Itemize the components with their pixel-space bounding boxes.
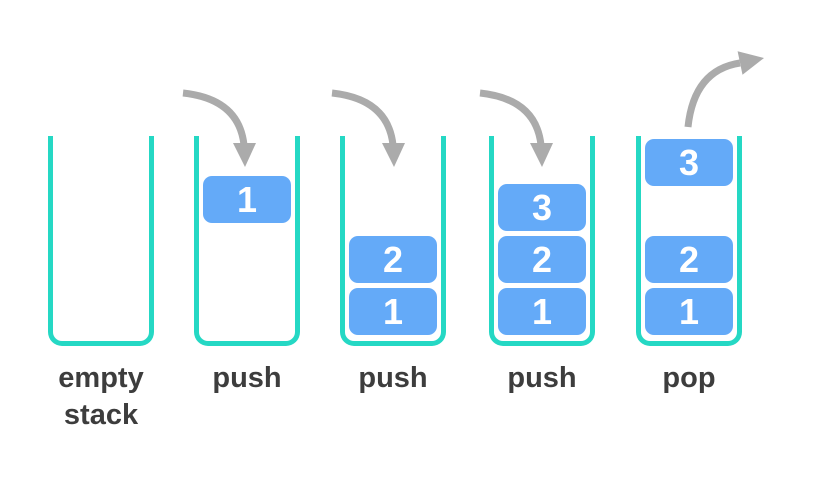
stack-label: push [507,362,577,394]
stack-container-icon [636,136,742,346]
stack-item: 3 [498,184,586,231]
stack-pop: 3 2 1 pop [636,136,742,394]
stack-label: empty stack [58,362,144,431]
stack-item: 2 [498,236,586,283]
stack-label: pop [662,362,716,394]
stack-push-second: 2 1 push [340,136,446,394]
stack-push-third: 3 2 1 push [489,136,595,394]
stack-item: 1 [349,288,437,335]
stack-label: push [358,362,428,394]
stack-item: 1 [498,288,586,335]
push-arrow-icon [331,89,405,167]
stack-container-icon [48,136,154,346]
stack-label: push [212,362,282,394]
stack-item: 1 [645,288,733,335]
stack-container-icon [340,136,446,346]
stack-empty: empty stack [48,136,154,431]
stack-item: 3 [645,139,733,186]
push-arrow-icon [182,89,256,167]
stack-push-first: 1 push [194,136,300,394]
pop-arrow-icon [684,51,764,128]
stack-item: 2 [645,236,733,283]
stack-container-icon [194,136,300,346]
stack-container-icon [489,136,595,346]
stack-item: 1 [203,176,291,223]
push-arrow-icon [479,89,553,167]
stack-item: 2 [349,236,437,283]
